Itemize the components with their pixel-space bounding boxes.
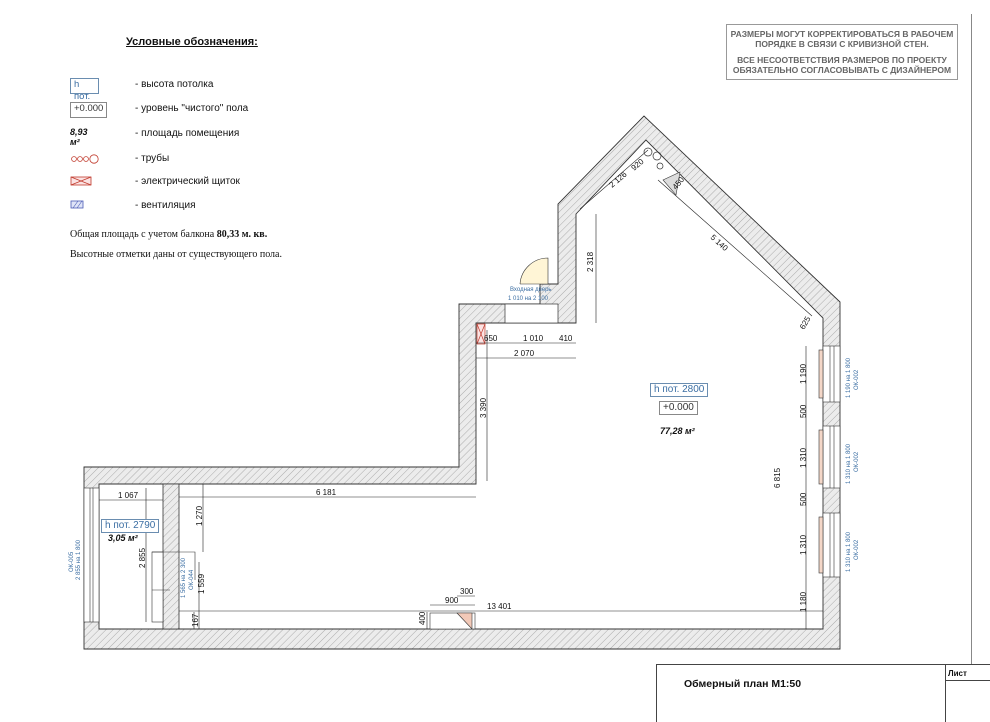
dim-1559: 1 559 xyxy=(197,573,206,594)
warning-line-1: РАЗМЕРЫ МОГУТ КОРРЕКТИРОВАТЬСЯ В РАБОЧЕМ… xyxy=(730,29,954,49)
legend-label: - высота потолка xyxy=(135,79,214,90)
dim-500-a: 500 xyxy=(799,404,808,418)
window-ok005-size: 2 855 на 1 800 xyxy=(76,539,82,580)
entry-door-size: 1 010 на 2 100 xyxy=(508,296,549,302)
dim-2070: 2 070 xyxy=(514,349,535,358)
balcony-area: 3,05 м² xyxy=(108,533,138,543)
warning-box: РАЗМЕРЫ МОГУТ КОРРЕКТИРОВАТЬСЯ В РАБОЧЕМ… xyxy=(726,24,958,80)
title-block-sheet-divider xyxy=(945,680,990,681)
window-ok005 xyxy=(83,487,100,623)
window-ok002-c-size: 1 310 на 1 800 xyxy=(846,531,852,572)
entry-door-swing xyxy=(519,257,549,285)
legend-label: - площадь помещения xyxy=(135,128,240,139)
window-ok002-c-code: ОК-002 xyxy=(854,539,860,560)
bottom-niche xyxy=(429,612,476,630)
dim-300: 300 xyxy=(460,587,474,596)
dimension-lines xyxy=(99,149,823,629)
entry-door-title: Входная дверь xyxy=(510,287,552,293)
dim-625: 625 xyxy=(798,314,813,331)
dim-3390: 3 390 xyxy=(479,397,488,418)
floor-level-tag: +0.000 xyxy=(70,102,108,118)
window-ok005-code: ОК-005 xyxy=(69,551,75,572)
dim-1180: 1 180 xyxy=(799,591,808,612)
exterior-walls xyxy=(83,115,841,650)
total-area-value: 80,33 м. кв. xyxy=(216,229,268,240)
balcony-partition xyxy=(162,483,180,630)
window-ok002-b-size: 1 310 на 1 800 xyxy=(846,443,852,484)
main-room-area: 77,28 м² xyxy=(660,426,695,436)
dim-1190: 1 190 xyxy=(799,363,808,384)
window-ok002-c xyxy=(818,512,841,578)
legend-label: - вентиляция xyxy=(135,200,196,211)
dim-1310-a: 1 310 xyxy=(799,447,808,468)
title-block-left-border xyxy=(656,664,657,722)
balcony-ceiling-tag: h пот. 2790 xyxy=(101,519,160,533)
dim-1270: 1 270 xyxy=(195,505,204,526)
main-room-level-tag: +0.000 xyxy=(659,401,698,415)
window-ok002-b xyxy=(818,425,841,489)
dim-400: 400 xyxy=(418,611,427,625)
dim-1310-b: 1 310 xyxy=(799,534,808,555)
dim-2855: 2 855 xyxy=(138,547,147,568)
total-area-prefix: Общая площадь с учетом балкона xyxy=(70,229,217,240)
window-ok002-a-code: ОК-002 xyxy=(854,369,860,390)
dim-6181: 6 181 xyxy=(316,488,337,497)
dim-5140: 5 140 xyxy=(709,233,730,253)
dim-167: 167 xyxy=(191,613,200,627)
dim-920: 920 xyxy=(630,157,646,173)
door-ok044-size: 1 565 на 2 300 xyxy=(181,557,187,598)
legend-title: Условные обозначения: xyxy=(126,36,258,48)
dim-650: 650 xyxy=(484,334,498,343)
window-ok002-a xyxy=(818,345,841,403)
shaft-box xyxy=(662,171,681,196)
door-ok044-code: ОК-044 xyxy=(189,569,195,590)
title-block-divider xyxy=(945,664,946,722)
dim-1067: 1 067 xyxy=(118,491,139,500)
dim-2318: 2 318 xyxy=(586,251,595,272)
dim-6815: 6 815 xyxy=(773,467,782,488)
legend-label: - электрический щиток xyxy=(135,176,240,187)
legend-label: - трубы xyxy=(135,153,170,164)
ventilation-icon xyxy=(70,200,84,209)
title-block: Обмерный план М1:50 Лист xyxy=(656,664,976,704)
pipes-icon xyxy=(71,154,99,164)
area-tag: 8,93 м² xyxy=(70,127,88,147)
dim-1010: 1 010 xyxy=(523,334,544,343)
drawing-title: Обмерный план М1:50 xyxy=(684,678,802,690)
entry-door-opening xyxy=(504,303,559,324)
sheet-label: Лист xyxy=(948,669,967,678)
total-area-note: Общая площадь с учетом балкона 80,33 м. … xyxy=(70,229,267,240)
balcony-door-ok044 xyxy=(151,551,196,623)
warning-line-2: ВСЕ НЕСООТВЕТСТВИЯ РАЗМЕРОВ ПО ПРОЕКТУ О… xyxy=(732,55,952,75)
electrical-panel-icon xyxy=(70,176,92,186)
title-block-top-border xyxy=(656,664,990,665)
window-ok002-a-size: 1 190 на 1 800 xyxy=(846,357,852,398)
main-room-ceiling-tag: h пот. 2800 xyxy=(650,383,709,397)
electrical-panel xyxy=(476,323,486,345)
window-ok002-b-code: ОК-002 xyxy=(854,451,860,472)
sheet-right-border xyxy=(971,14,972,664)
pipes xyxy=(643,147,664,170)
dim-500-b: 500 xyxy=(799,492,808,506)
elevation-note: Высотные отметки даны от существующего п… xyxy=(70,249,282,260)
legend-label: - уровень "чистого" пола xyxy=(135,103,249,114)
dim-900: 900 xyxy=(445,596,459,605)
dim-410: 410 xyxy=(559,334,573,343)
dim-13401: 13 401 xyxy=(487,602,512,611)
